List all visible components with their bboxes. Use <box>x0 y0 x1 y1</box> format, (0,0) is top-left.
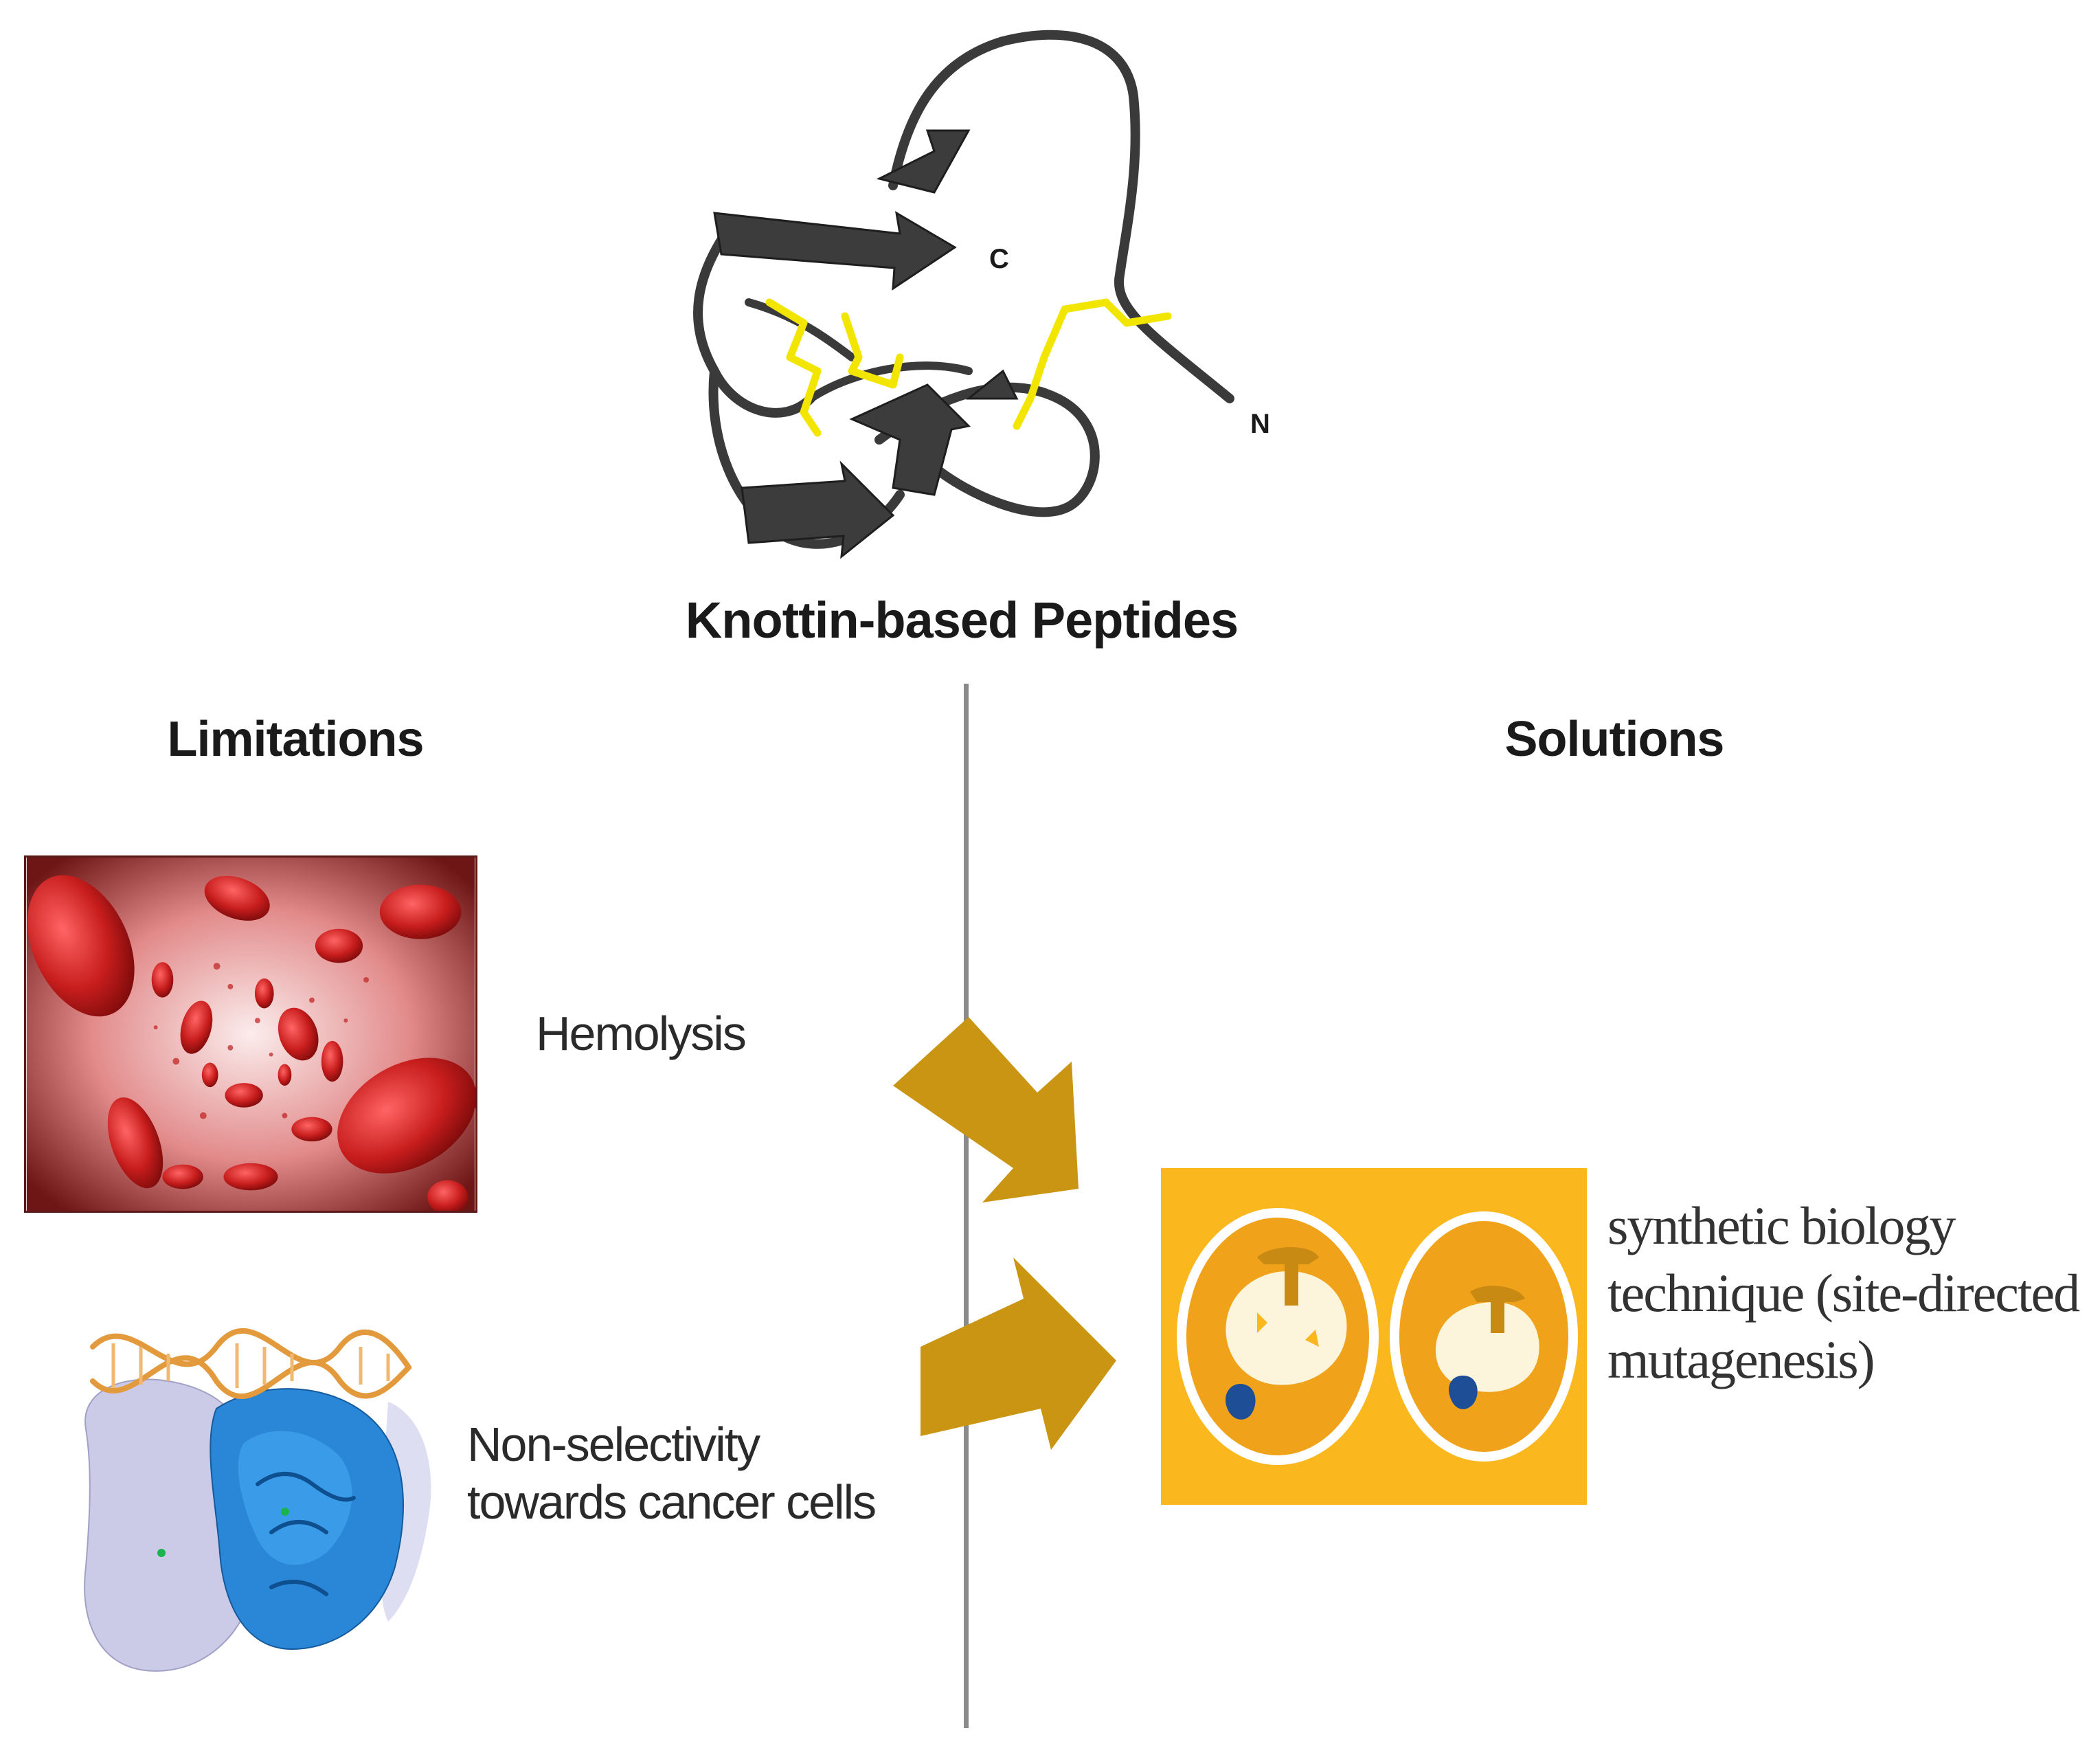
arrow-up-right-icon <box>921 1257 1116 1450</box>
red-blood-cells-image <box>24 855 477 1213</box>
hemolysis-label: Hemolysis <box>536 1005 745 1062</box>
n-terminus-label: N <box>1250 409 1270 439</box>
site-directed-mutagenesis-image <box>1161 1168 1587 1505</box>
solution-line3: mutagenesis) <box>1607 1326 2099 1394</box>
limitations-heading: Limitations <box>124 711 467 768</box>
c-terminus-label: C <box>989 244 1009 274</box>
knottin-ribbon-structure: C N <box>646 14 1333 598</box>
solution-line1: synthetic biology <box>1607 1192 2099 1260</box>
protein-dna-complex-image <box>65 1306 450 1690</box>
solutions-heading: Solutions <box>1443 711 1786 768</box>
solution-line2: technique (site-directed <box>1607 1260 2099 1327</box>
arrows-group <box>866 1003 1140 1525</box>
solution-label: synthetic biology technique (site-direct… <box>1607 1192 2099 1394</box>
diagram-title: Knottin-based Peptides <box>618 591 1305 649</box>
arrow-down-right-icon <box>893 1017 1079 1202</box>
